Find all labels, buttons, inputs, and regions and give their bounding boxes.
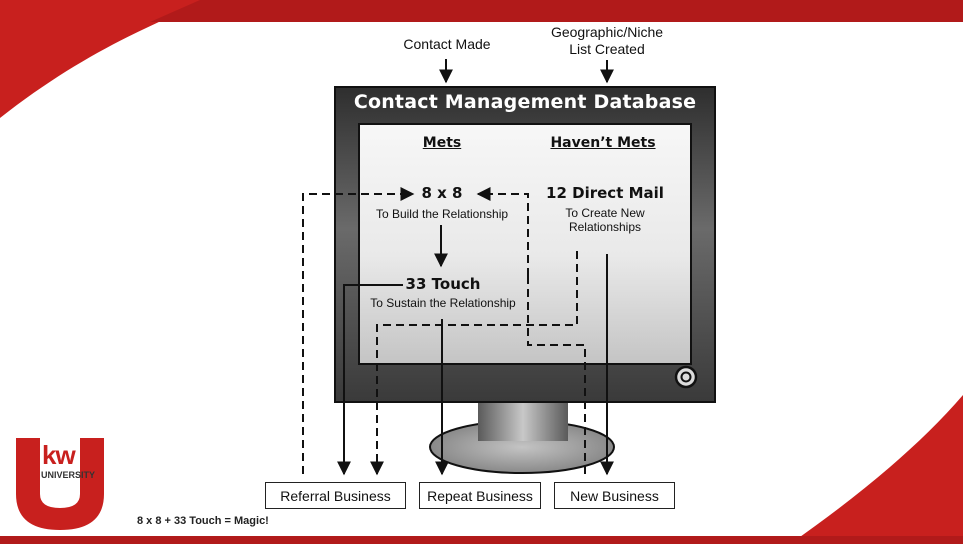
top-right-band: [150, 0, 963, 22]
eight-by-eight-subtitle: To Build the Relationship: [375, 207, 509, 221]
bottom-border: [0, 536, 963, 544]
logo-university-text: UNIVERSITY: [41, 470, 96, 480]
mets-column-header: Mets: [422, 135, 462, 151]
eight-by-eight-title: 8 x 8: [421, 184, 463, 202]
referral-to-build-dashed: [302, 187, 415, 474]
direct-mail-subtitle-line2: Relationships: [568, 220, 642, 234]
touch-to-referral-line: [337, 284, 403, 476]
kw-university-logo: [16, 438, 104, 530]
repeat-business-box: Repeat Business: [419, 482, 541, 509]
direct-mail-to-build-dashed: [476, 187, 529, 276]
bottom-right-swoosh: [790, 395, 963, 544]
footer-caption: 8 x 8 + 33 Touch = Magic!: [137, 515, 269, 527]
contact-made-label: Contact Made: [403, 36, 491, 52]
new-business-loop-dashed: [527, 276, 586, 474]
direct-mail-title: 12 Direct Mail: [546, 184, 664, 202]
thirty-three-touch-title: 33 Touch: [405, 275, 481, 293]
direct-mail-subtitle-line1: To Create New: [565, 206, 645, 220]
geographic-label-line1: Geographic/Niche: [550, 24, 664, 40]
monitor-screen: [358, 123, 692, 365]
havent-mets-column-header: Haven’t Mets: [550, 135, 656, 151]
geographic-label-line2: List Created: [569, 41, 645, 57]
referral-business-box: Referral Business: [265, 482, 406, 509]
geographic-niche-label: Geographic/Niche List Created: [537, 24, 677, 58]
monitor-neck: [478, 401, 568, 441]
direct-mail-subtitle: To Create New Relationships: [540, 206, 670, 234]
power-icon: [674, 365, 698, 389]
top-left-swoosh: [0, 0, 210, 118]
logo-kw-text: kw: [42, 440, 76, 470]
thirty-three-touch-subtitle: To Sustain the Relationship: [370, 296, 516, 310]
new-business-box: New Business: [554, 482, 675, 509]
database-title: Contact Management Database: [353, 91, 697, 113]
repeat-loop-dashed: [370, 251, 578, 476]
